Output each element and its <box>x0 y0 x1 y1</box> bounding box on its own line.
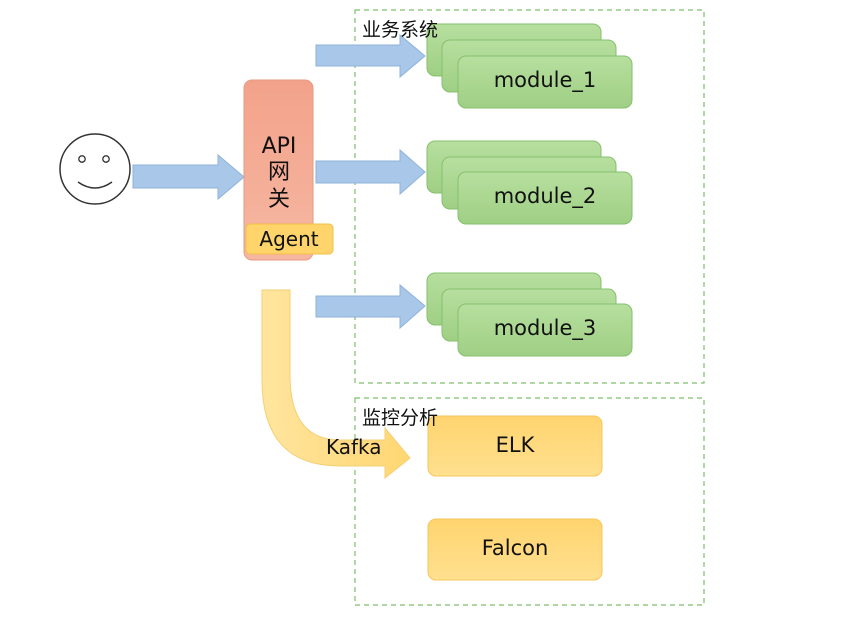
falcon-label: Falcon <box>481 536 549 560</box>
agent-label: Agent <box>259 227 319 251</box>
arrow-to-module-3 <box>315 283 426 330</box>
arrow-user-to-gateway <box>132 153 245 201</box>
gateway-label-line-1: API <box>261 134 297 159</box>
elk-box <box>427 415 603 477</box>
kafka-label: Kafka <box>326 435 382 459</box>
api-gateway-box <box>243 79 314 261</box>
arrow-to-module-2 <box>315 148 426 196</box>
monitoring-group-title: 监控分析 <box>362 407 439 429</box>
monitoring-group-box <box>354 397 705 606</box>
smiley-face-icon <box>59 133 131 205</box>
arrow-to-module-1 <box>315 33 426 79</box>
elk-label: ELK <box>495 433 535 457</box>
agent-box <box>245 223 334 255</box>
business-group-title: 业务系统 <box>362 19 439 41</box>
module-1-stack <box>426 23 633 109</box>
module-2-stack <box>426 140 633 225</box>
module-2-label: module_2 <box>493 184 597 208</box>
business-system-group-box <box>354 9 705 384</box>
module-3-label: module_3 <box>493 316 597 340</box>
module-1-label: module_1 <box>493 68 597 92</box>
kafka-pipe-arrow <box>261 289 411 480</box>
gateway-label-line-2: 网 <box>267 160 290 185</box>
gateway-label-line-3: 关 <box>267 187 290 212</box>
module-3-stack <box>426 272 633 357</box>
falcon-box <box>427 518 603 581</box>
